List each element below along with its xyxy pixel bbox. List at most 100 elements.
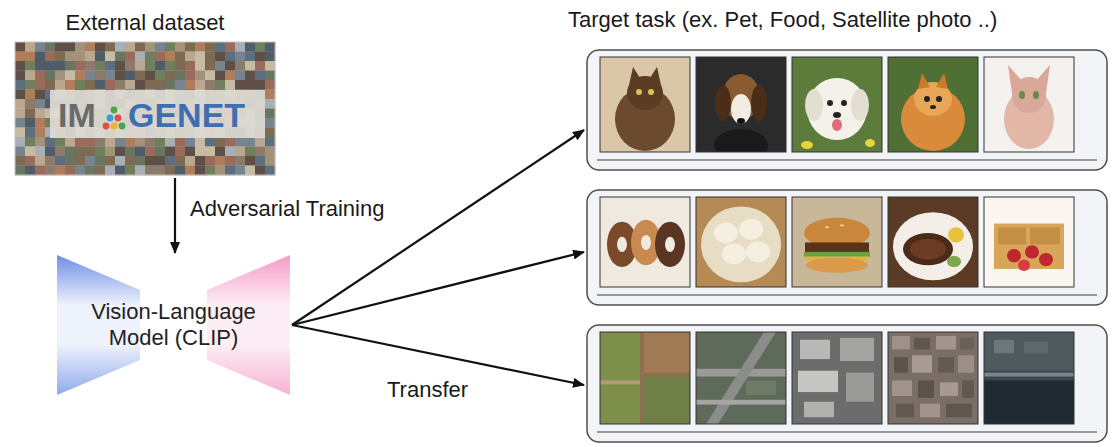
mosaic-tile bbox=[85, 166, 95, 176]
mosaic-tile bbox=[55, 52, 65, 62]
mosaic-tile bbox=[255, 137, 265, 147]
task-group: Target task (ex. Pet, Food, Satellite ph… bbox=[585, 5, 1110, 443]
mosaic-tile bbox=[115, 42, 125, 52]
photo-ground bbox=[600, 332, 690, 424]
mosaic-tile bbox=[145, 52, 155, 62]
mosaic-tile bbox=[195, 80, 205, 90]
mosaic-tile bbox=[265, 118, 275, 128]
photo bbox=[600, 57, 690, 152]
mosaic-tile bbox=[225, 61, 235, 71]
photo-shape bbox=[644, 377, 690, 424]
photo-shape bbox=[827, 100, 833, 106]
photo-shape bbox=[840, 338, 874, 361]
mosaic-tile bbox=[165, 52, 175, 62]
mosaic-tile bbox=[155, 156, 165, 166]
mosaic-tile bbox=[15, 99, 25, 109]
photo-shape bbox=[920, 404, 940, 418]
mosaic-tile bbox=[65, 166, 75, 176]
mosaic-tile bbox=[95, 147, 105, 157]
mosaic-tile bbox=[115, 71, 125, 81]
mosaic-tile bbox=[75, 147, 85, 157]
mosaic-tile bbox=[105, 71, 115, 81]
mosaic-tile bbox=[165, 61, 175, 71]
mosaic-tile bbox=[235, 42, 245, 52]
arrow-line bbox=[292, 325, 584, 385]
mosaic-tile bbox=[15, 128, 25, 138]
photo-shape bbox=[806, 258, 868, 273]
mosaic-tile bbox=[215, 52, 225, 62]
mosaic-tile bbox=[35, 147, 45, 157]
mosaic-tile bbox=[15, 52, 25, 62]
photo-shape bbox=[665, 237, 675, 252]
mosaic-tile bbox=[25, 71, 35, 81]
mosaic-tile bbox=[235, 52, 245, 62]
mosaic-tile bbox=[25, 99, 35, 109]
mosaic-tile bbox=[55, 61, 65, 71]
mosaic-tile bbox=[35, 99, 45, 109]
photo-shape bbox=[751, 85, 767, 121]
photo-frame bbox=[888, 332, 978, 424]
photo-shape bbox=[641, 235, 651, 250]
mosaic-tile bbox=[95, 42, 105, 52]
photo-shape bbox=[841, 100, 847, 106]
mosaic-tile bbox=[195, 137, 205, 147]
mosaic-tile bbox=[165, 71, 175, 81]
photo bbox=[792, 332, 882, 424]
mosaic-tile bbox=[105, 42, 115, 52]
mosaic-tile bbox=[235, 166, 245, 176]
mosaic-tile bbox=[15, 109, 25, 119]
mosaic-tile bbox=[45, 166, 55, 176]
mosaic-tile bbox=[15, 118, 25, 128]
mosaic-tile bbox=[265, 147, 275, 157]
photo-shape bbox=[715, 85, 731, 121]
photo-ground bbox=[600, 197, 690, 287]
dataset-mosaic bbox=[15, 42, 275, 175]
mosaic-tile bbox=[95, 156, 105, 166]
mosaic-tile bbox=[235, 80, 245, 90]
mosaic-tile bbox=[235, 61, 245, 71]
mosaic-tile bbox=[25, 156, 35, 166]
mosaic-tile bbox=[25, 137, 35, 147]
photo-shape bbox=[962, 380, 974, 397]
mosaic-tile bbox=[265, 128, 275, 138]
mosaic-tile bbox=[265, 137, 275, 147]
mosaic-tile bbox=[255, 71, 265, 81]
mosaic-tile bbox=[75, 166, 85, 176]
mosaic-tile bbox=[165, 166, 175, 176]
mosaic-tile bbox=[245, 71, 255, 81]
mosaic-tile bbox=[245, 61, 255, 71]
photo-ground bbox=[600, 57, 690, 152]
mosaic-tile bbox=[115, 156, 125, 166]
mosaic-tile bbox=[195, 61, 205, 71]
mosaic-tile bbox=[45, 61, 55, 71]
photo-shape bbox=[936, 336, 956, 350]
photo-shape bbox=[600, 380, 640, 384]
photo bbox=[600, 197, 690, 287]
mosaic-tile bbox=[25, 128, 35, 138]
photo-shape bbox=[629, 67, 642, 85]
mosaic-tile bbox=[235, 147, 245, 157]
photo bbox=[888, 197, 978, 287]
mosaic-tile bbox=[175, 61, 185, 71]
photo-shape bbox=[805, 242, 869, 251]
mosaic-tile bbox=[115, 61, 125, 71]
photo-frame bbox=[792, 57, 882, 152]
mosaic-tile bbox=[75, 137, 85, 147]
mosaic-tile bbox=[115, 137, 125, 147]
photo-shape bbox=[600, 332, 640, 424]
photo-frame bbox=[696, 332, 786, 424]
mosaic-tile bbox=[195, 52, 205, 62]
photo-shape bbox=[798, 371, 838, 392]
mosaic-tile bbox=[255, 147, 265, 157]
photo-shape bbox=[714, 129, 768, 152]
mosaic-tile bbox=[265, 80, 275, 90]
mosaic-tile bbox=[75, 52, 85, 62]
model-name: Vision-Language Model (CLIP) bbox=[71, 299, 276, 352]
mosaic-tile bbox=[205, 42, 215, 52]
photo-shape bbox=[722, 243, 746, 264]
mosaic-tile bbox=[265, 99, 275, 109]
mosaic-tile bbox=[135, 52, 145, 62]
mosaic-tile bbox=[45, 42, 55, 52]
mosaic-tile bbox=[25, 147, 35, 157]
